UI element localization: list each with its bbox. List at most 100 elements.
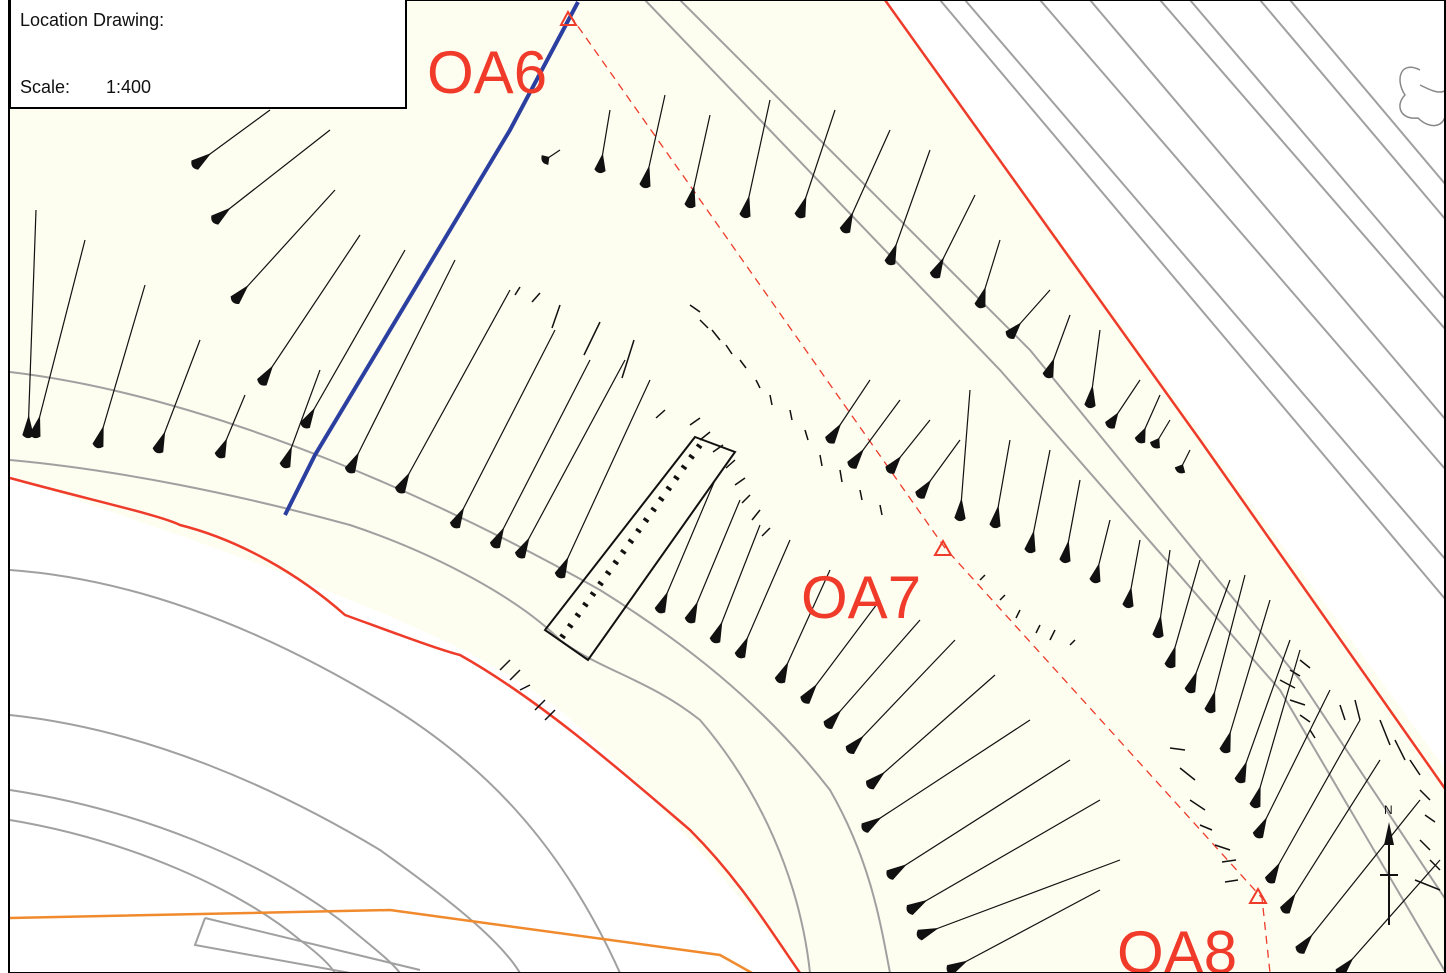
tick-mark	[583, 321, 601, 356]
slope-hachure-tail	[399, 289, 511, 491]
slope-hachure-tail	[1284, 759, 1381, 911]
tick-marks	[499, 286, 1441, 891]
survey-station-triangle-icon	[559, 9, 1268, 904]
slope-hachure-head	[344, 451, 360, 474]
north-arrow-icon: N	[1380, 803, 1398, 925]
slope-hachure-head	[915, 479, 932, 499]
slope-hachure-head	[1219, 730, 1231, 754]
slope-hachure-tail	[849, 639, 956, 751]
slope-hachure-head	[734, 636, 749, 659]
slope-hachure-head	[885, 455, 902, 474]
slope-hachure-tail	[27, 209, 37, 436]
tick-mark	[769, 394, 773, 406]
slope-hachure-head	[1295, 934, 1313, 954]
tick-mark	[1409, 759, 1421, 776]
slope-hachure-head	[1152, 614, 1164, 639]
slope-hachure-head	[974, 286, 986, 309]
tick-mark	[1309, 729, 1316, 739]
tick-mark	[839, 469, 843, 483]
tick-mark	[1379, 719, 1391, 746]
slope-hachure-tail	[714, 524, 761, 641]
slope-hachure-tail	[827, 619, 921, 726]
slope-hachure-head	[946, 960, 968, 973]
tick-mark	[755, 379, 761, 389]
slope-hachure-head	[1234, 760, 1247, 784]
tick-mark	[1015, 609, 1021, 619]
tick-mark	[551, 304, 561, 329]
tick-mark	[1289, 699, 1306, 706]
slope-hachure-head	[823, 709, 842, 729]
tick-mark	[699, 319, 709, 329]
tick-mark	[725, 344, 733, 355]
tick-mark	[1414, 879, 1441, 891]
tick-mark	[1419, 839, 1431, 851]
area-label-oa8: OA8	[1117, 919, 1237, 973]
slope-hachure-tail	[559, 379, 651, 576]
slope-hachure-head	[861, 816, 882, 833]
slope-hachure-head	[654, 591, 668, 614]
slope-hachure-head	[1335, 957, 1354, 973]
slope-hachure-head	[1024, 530, 1036, 554]
slope-hachure-tail	[959, 389, 971, 519]
slope-hachure-head	[845, 735, 864, 755]
slope-hachure-head	[1122, 586, 1134, 609]
tick-mark	[804, 429, 809, 441]
slope-hachure-head	[929, 256, 945, 279]
tick-mark	[1035, 624, 1041, 634]
survey-line	[569, 14, 1271, 973]
tick-mark	[1419, 789, 1431, 801]
slope-hachure-head	[554, 556, 569, 579]
slope-hachure-head	[1105, 412, 1119, 429]
slope-hachure-tail	[261, 234, 361, 383]
slope-hachure-head	[774, 661, 789, 684]
tick-mark	[514, 286, 521, 296]
slope-hachure-head	[684, 601, 698, 624]
slope-hachure-tail	[1254, 649, 1301, 806]
tick-mark	[499, 659, 511, 671]
slope-hachure-head	[1042, 358, 1055, 379]
slope-hachure-head	[1084, 384, 1096, 409]
slope-hachure-tail	[1299, 799, 1421, 951]
slope-hachure-tail	[659, 479, 716, 611]
slope-hachure-head	[1059, 540, 1071, 564]
tick-mark	[859, 489, 863, 501]
slope-hachure-head	[489, 526, 505, 549]
tick-mark	[1179, 767, 1196, 781]
slope-hachure-tail	[864, 719, 1031, 829]
slope-hachure-head	[639, 165, 651, 189]
tick-mark	[534, 699, 546, 711]
lower-contour-lines	[9, 569, 621, 973]
slope-hachure-tail	[909, 799, 1101, 911]
scale-label: Scale:	[20, 77, 71, 97]
blue-service-line	[283, 1, 580, 516]
slope-hachure-head	[1280, 892, 1296, 914]
slope-hachure-head	[825, 423, 842, 444]
slope-hachure-tail	[919, 859, 1121, 936]
slope-hachure-head	[839, 211, 854, 234]
area-label-oa7: OA7	[801, 564, 921, 631]
slope-hachure-head	[739, 195, 751, 219]
slope-hachure-tail	[804, 599, 881, 701]
slope-hachure-head	[394, 472, 410, 494]
slope-hachure-head	[152, 431, 166, 454]
tick-mark	[1429, 859, 1441, 871]
tick-mark	[1224, 879, 1239, 883]
area-label-oa6: OA6	[427, 39, 547, 106]
tick-mark	[1424, 814, 1436, 823]
slope-hachure-tail	[889, 759, 1071, 876]
slope-hachure-head	[866, 771, 886, 790]
slope-hachure-head	[1184, 670, 1197, 694]
slope-hachure-head	[989, 505, 1001, 529]
title-block: Location Drawing: Scale:1:400	[9, 0, 407, 109]
slope-hachure-icon	[22, 94, 1441, 973]
slope-hachure-head	[514, 537, 530, 559]
slope-hachure-head	[594, 153, 606, 174]
scale-value: 1:400	[106, 77, 152, 97]
tick-mark	[879, 504, 883, 516]
slope-hachure-tail	[304, 249, 406, 426]
north-label: N	[1384, 803, 1393, 817]
slope-hachure-head	[92, 425, 104, 449]
slope-hachure-tail	[949, 889, 1101, 971]
slope-hachure-head	[1252, 816, 1268, 839]
